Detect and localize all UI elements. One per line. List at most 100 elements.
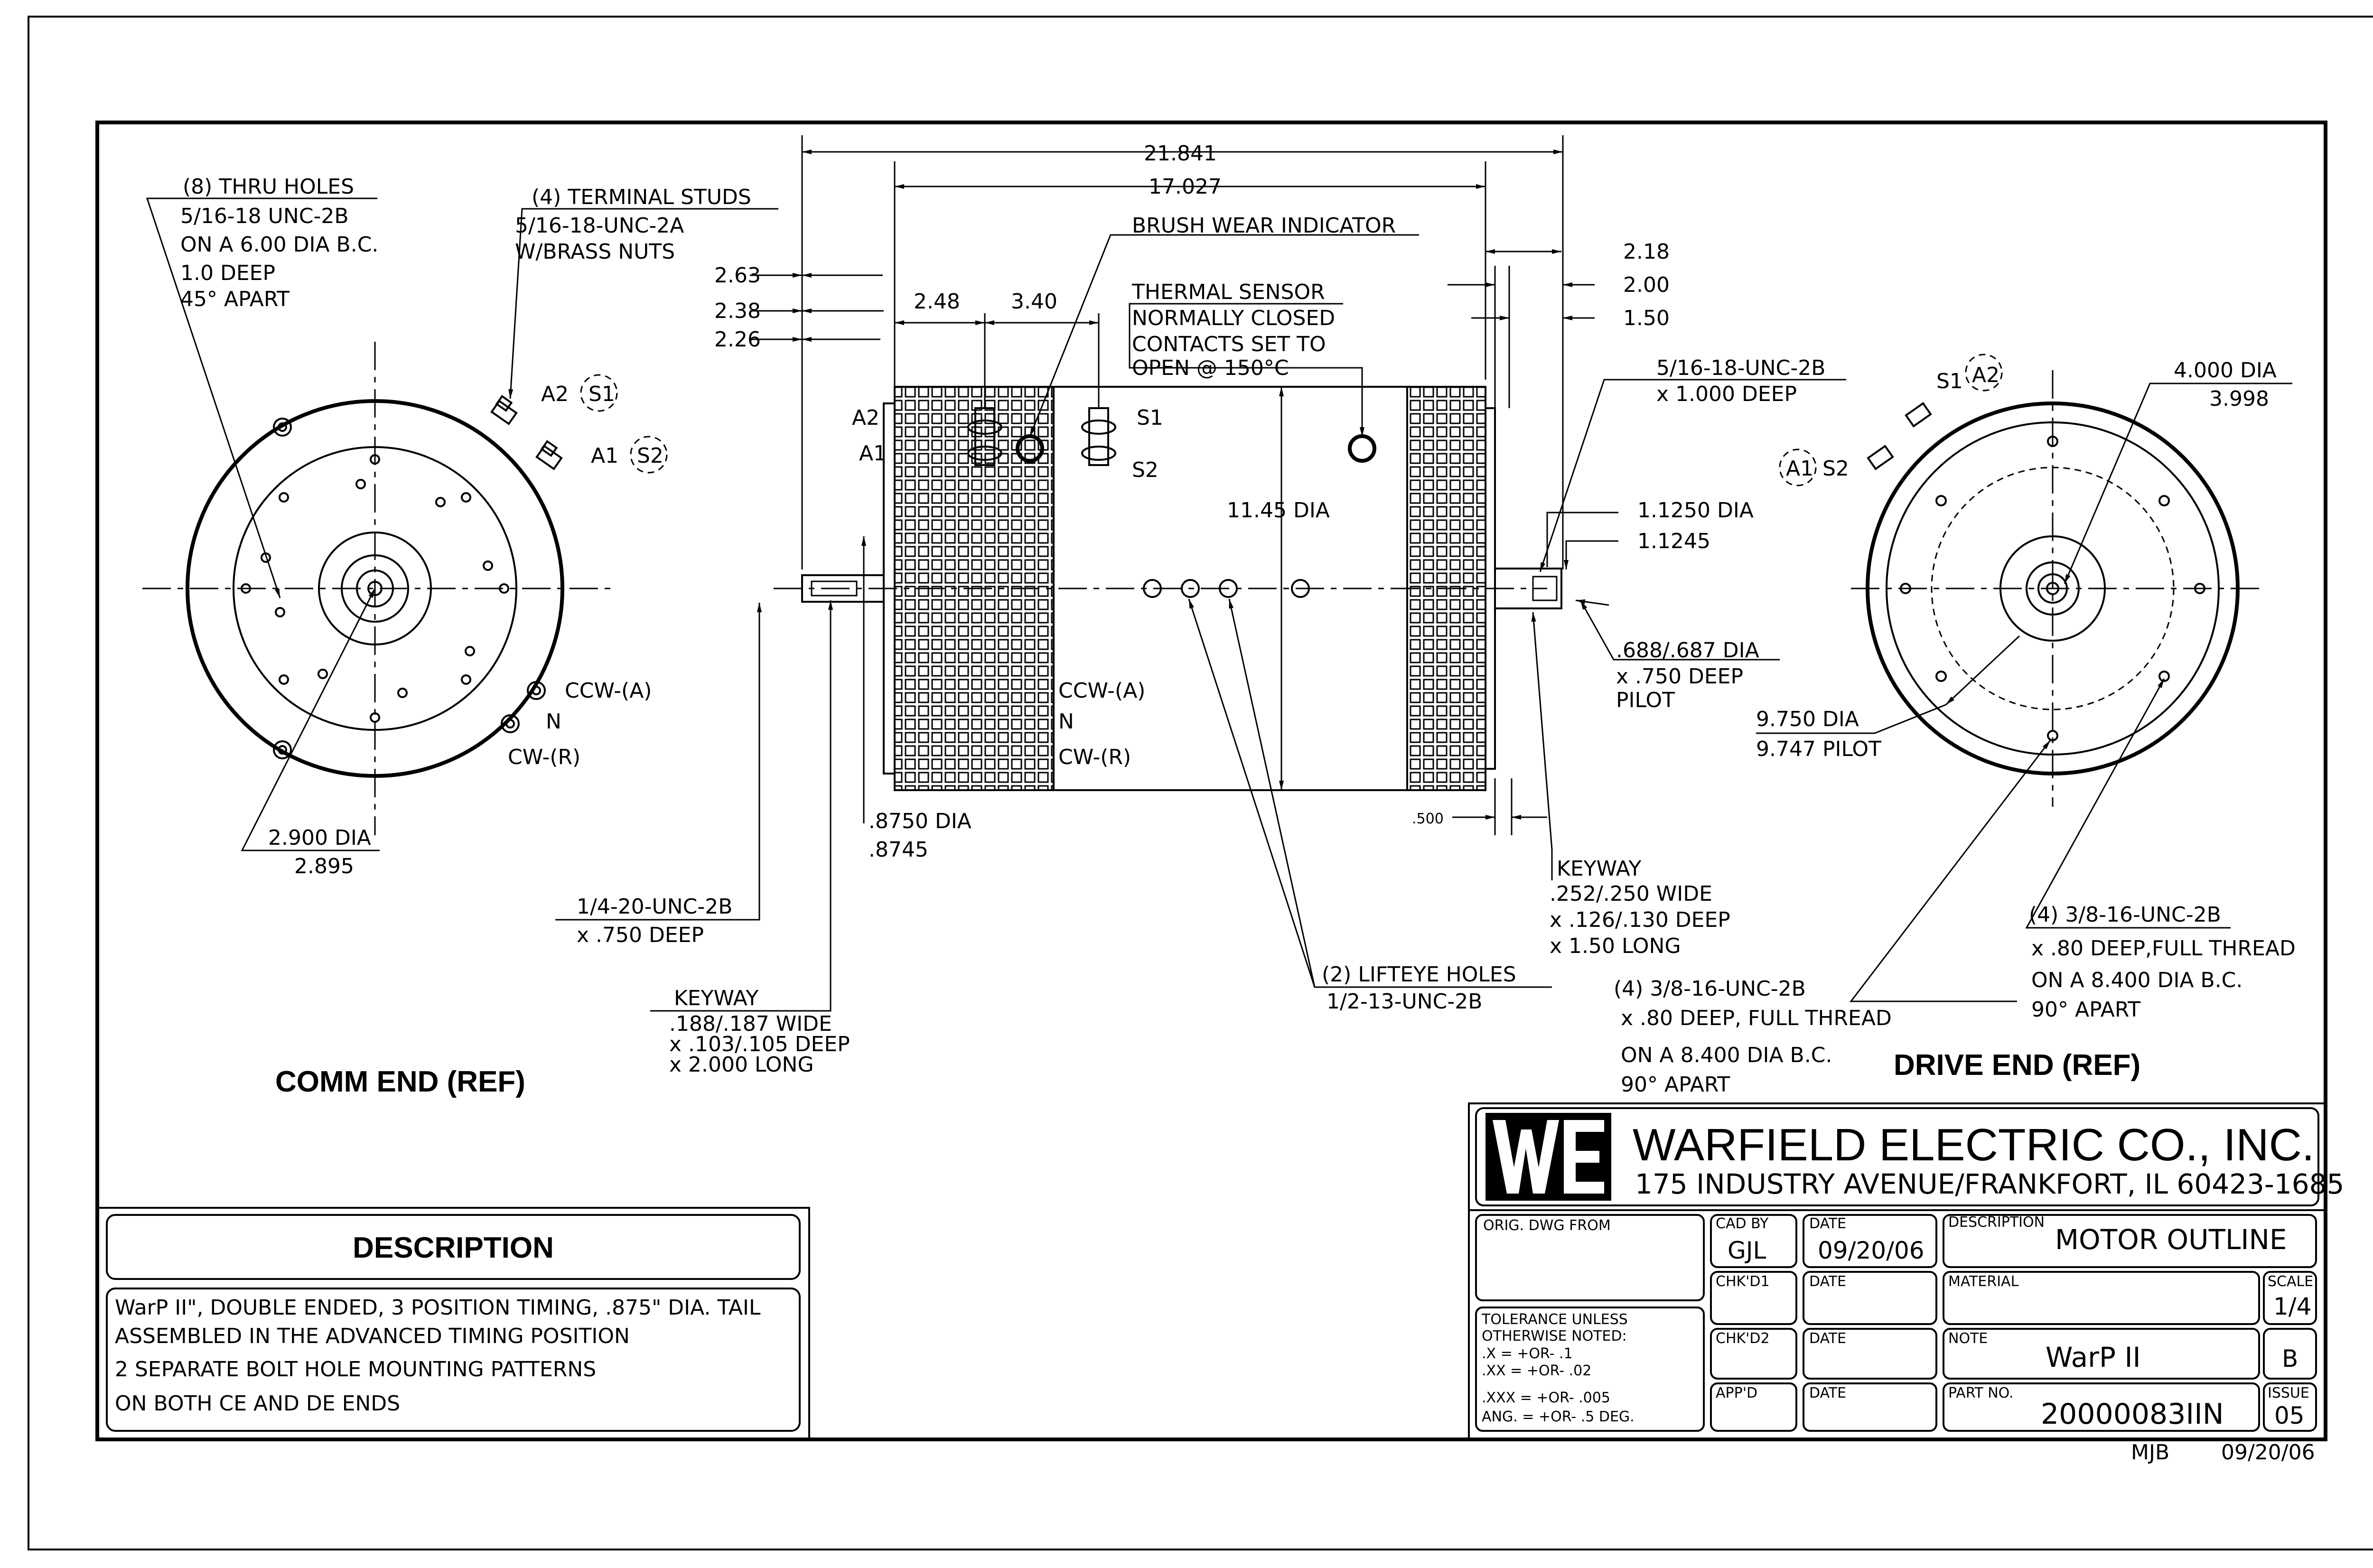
brush-wear-indicator: BRUSH WEAR INDICATOR xyxy=(1132,214,1396,238)
de-dia-3998: 3.998 xyxy=(2209,387,2269,411)
ce-keyway-title: KEYWAY xyxy=(674,986,758,1010)
comm-a1-label: A1 xyxy=(591,444,618,468)
de-keyway-width: .252/.250 WIDE xyxy=(1550,882,1712,906)
dim-2-63: 2.63 xyxy=(714,263,761,288)
dim-2-00: 2.00 xyxy=(1623,273,1670,297)
s1-callout-circle xyxy=(580,374,618,412)
de-s1-label: S1 xyxy=(1936,369,1963,393)
s2-callout-circle xyxy=(630,436,668,474)
pilot-hole-depth: x .750 DEEP xyxy=(1616,664,1743,689)
de-holes-right-spacing: 90° APART xyxy=(2031,998,2140,1022)
de-a2-label: A2 xyxy=(1972,363,1999,387)
thru-holes-bc: ON A 6.00 DIA B.C. xyxy=(180,233,378,257)
company-logo xyxy=(1485,1113,1611,1201)
description-line-3: 2 SEPARATE BOLT HOLE MOUNTING PATTERNS xyxy=(115,1357,596,1381)
de-dia-4000: 4.000 DIA xyxy=(2174,358,2277,383)
description-line-4: ON BOTH CE AND DE ENDS xyxy=(115,1391,400,1416)
de-holes-right-depth: x .80 DEEP,FULL THREAD xyxy=(2031,936,2296,961)
thermal-sensor-line4: OPEN @ 150°C xyxy=(1132,356,1289,380)
terminal-studs-thread: 5/16-18-UNC-2A xyxy=(515,214,684,238)
terminal-studs-nuts: W/BRASS NUTS xyxy=(515,240,675,264)
orig-dwg-label: ORIG. DWG FROM xyxy=(1483,1217,1611,1234)
de-shaft-dia: 1.1250 DIA xyxy=(1637,498,1754,523)
tail-dia: .8750 DIA xyxy=(869,809,972,833)
dim-3-40: 3.40 xyxy=(1011,289,1057,314)
de-pilot-dia-min: 9.747 PILOT xyxy=(1756,737,1881,761)
side-s2-label: S2 xyxy=(1132,458,1158,482)
dim-overall: 21.841 xyxy=(1144,141,1217,166)
tolerance-line-3: .X = +OR- .1 xyxy=(1482,1345,1573,1362)
part-number: 20000083IIN xyxy=(2041,1398,2224,1431)
comm-s1-label: S1 xyxy=(589,382,615,406)
drive-end-view xyxy=(1756,354,2292,1002)
pilot-hole-label: PILOT xyxy=(1616,688,1675,712)
de-holes-right-bc: ON A 8.400 DIA B.C. xyxy=(2031,968,2242,992)
de-a1-label: A1 xyxy=(1786,457,1813,481)
date-label-1: DATE xyxy=(1809,1215,1846,1232)
side-a2-label: A2 xyxy=(852,406,879,430)
tolerance-line-2: OTHERWISE NOTED: xyxy=(1482,1328,1627,1344)
a2-callout-circle xyxy=(1965,354,2003,392)
comm-shaft-dia-min: 2.895 xyxy=(294,854,354,878)
drawing-description: MOTOR OUTLINE xyxy=(2055,1223,2287,1256)
description-header: DESCRIPTION xyxy=(353,1232,554,1264)
thru-holes-spacing: 45° APART xyxy=(180,287,290,311)
lifteye-holes: (2) LIFTEYE HOLES xyxy=(1322,962,1516,987)
cad-by-label: CAD BY xyxy=(1716,1215,1769,1232)
footer-initials: MJB xyxy=(2131,1440,2169,1465)
date-label-3: DATE xyxy=(1809,1330,1846,1347)
company-name: WARFIELD ELECTRIC CO., INC. xyxy=(1633,1120,2315,1170)
comm-s2-label: S2 xyxy=(637,444,663,468)
date-label-2: DATE xyxy=(1809,1273,1846,1290)
dim-1-50: 1.50 xyxy=(1623,306,1670,330)
thru-holes-thread: 5/16-18 UNC-2B xyxy=(180,204,349,228)
de-pilot-dia: 9.750 DIA xyxy=(1756,707,1859,731)
description-box xyxy=(96,1207,810,1440)
comm-n-label: N xyxy=(546,709,561,734)
comm-a2-label: A2 xyxy=(541,382,569,406)
dim-2-18: 2.18 xyxy=(1623,240,1670,264)
title-block xyxy=(1468,1102,2326,1440)
de-tap-depth: x 1.000 DEEP xyxy=(1656,382,1797,406)
comm-end-bolt-holes xyxy=(241,454,509,723)
ce-tap-depth: x .750 DEEP xyxy=(577,923,704,947)
tolerance-line-4: .XX = +OR- .02 xyxy=(1482,1363,1591,1379)
description-label: DESCRIPTION xyxy=(1948,1214,2045,1231)
de-shaft-dia-min: 1.1245 xyxy=(1637,529,1710,553)
thermal-sensor-line3: CONTACTS SET TO xyxy=(1132,332,1326,356)
comm-end-terminal-studs xyxy=(490,395,563,470)
chk1-label: CHK'D1 xyxy=(1716,1273,1770,1290)
thru-holes-depth: 1.0 DEEP xyxy=(180,261,275,285)
thermal-sensor-line2: NORMALLY CLOSED xyxy=(1132,306,1335,330)
appd-label: APP'D xyxy=(1716,1385,1757,1401)
date-value: 09/20/06 xyxy=(1818,1237,1925,1264)
de-holes-right-title: (4) 3/8-16-UNC-2B xyxy=(2029,903,2221,927)
de-holes-left-spacing: 90° APART xyxy=(1621,1073,1730,1097)
side-n-label: N xyxy=(1058,709,1074,734)
material-label: MATERIAL xyxy=(1948,1273,2019,1290)
ce-keyway-length: x 2.000 LONG xyxy=(669,1053,814,1077)
de-keyway-length: x 1.50 LONG xyxy=(1550,934,1681,958)
de-holes-left-depth: x .80 DEEP, FULL THREAD xyxy=(1621,1006,1892,1030)
description-line-1: WarP II", DOUBLE ENDED, 3 POSITION TIMIN… xyxy=(115,1296,761,1320)
part-no-label: PART NO. xyxy=(1948,1385,2014,1401)
comm-end-view xyxy=(142,197,778,851)
cad-by-value: GJL xyxy=(1728,1237,1766,1264)
thru-holes-title: (8) THRU HOLES xyxy=(183,175,354,199)
dim-500: .500 xyxy=(1412,811,1444,827)
drive-end-bolt-holes xyxy=(1900,436,2205,741)
drawing-border xyxy=(95,121,2327,1441)
de-s2-label: S2 xyxy=(1822,457,1849,481)
dim-body: 17.027 xyxy=(1149,175,1222,199)
scale-label: SCALE xyxy=(2268,1273,2313,1290)
issue-label: ISSUE xyxy=(2268,1385,2309,1401)
comm-shaft-dia: 2.900 DIA xyxy=(268,826,371,850)
chk2-label: CHK'D2 xyxy=(1716,1330,1770,1347)
note-label: NOTE xyxy=(1948,1330,1988,1347)
side-cw-label: CW-(R) xyxy=(1058,745,1131,769)
outer-border xyxy=(28,16,2373,1550)
revision-value: B xyxy=(2282,1345,2298,1372)
dim-2-48: 2.48 xyxy=(914,289,960,314)
de-keyway-depth: x .126/.130 DEEP xyxy=(1550,908,1730,932)
